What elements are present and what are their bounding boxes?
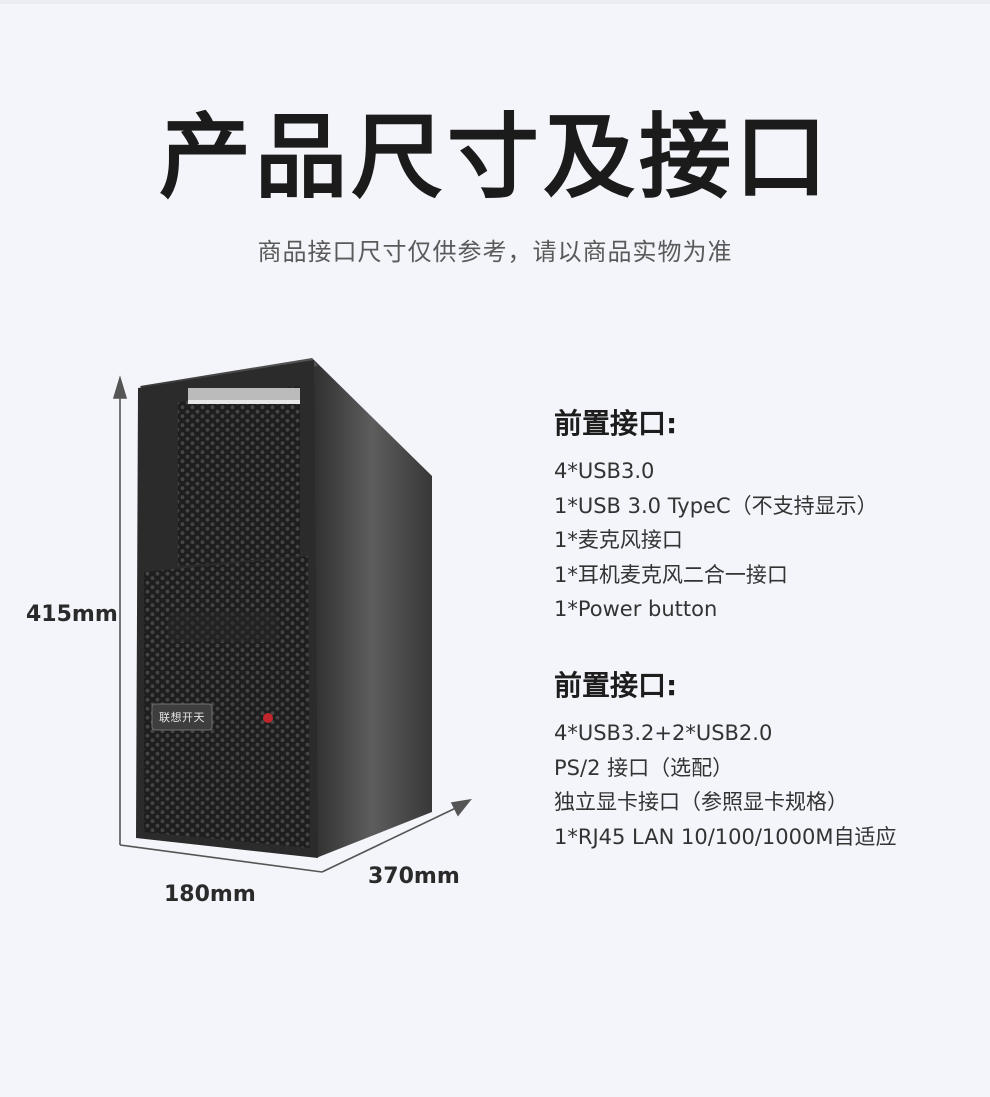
brand-label: 联想开天 (159, 711, 205, 724)
list-item: 独立显卡接口（参照显卡规格） (554, 790, 848, 814)
list-item: 1*Power button (554, 597, 718, 621)
rear-ports-section: 前置接口: 4*USB3.2+2*USB2.0 PS/2 接口（选配） 独立显卡… (554, 664, 974, 854)
top-divider (0, 0, 990, 4)
height-dimension: 415mm (26, 602, 118, 627)
front-ports-list: 4*USB3.0 1*USB 3.0 TypeC（不支持显示） 1*麦克风接口 … (554, 454, 974, 627)
list-item: 1*USB 3.0 TypeC（不支持显示） (554, 493, 878, 518)
list-item: 1*耳机麦克风二合一接口 (554, 562, 788, 587)
list-item: 4*USB3.0 (554, 459, 655, 483)
page-subtitle: 商品接口尺寸仅供参考，请以商品实物为准 (257, 238, 733, 266)
brand-logo-dot (263, 713, 273, 723)
list-item: 1*麦克风接口 (554, 528, 683, 552)
case-side-panel (312, 358, 432, 858)
front-upper-mesh (178, 386, 300, 566)
rear-ports-list: 4*USB3.2+2*USB2.0 PS/2 接口（选配） 独立显卡接口（参照显… (554, 716, 974, 854)
dimension-lines (112, 375, 472, 873)
brand-badge (151, 703, 213, 731)
depth-dimension: 370mm (368, 864, 460, 889)
front-lower-mesh (144, 556, 310, 848)
front-ports-section: 前置接口: 4*USB3.0 1*USB 3.0 TypeC（不支持显示） 1*… (554, 402, 974, 627)
page-title: 产品尺寸及接口 (158, 104, 831, 211)
width-dimension: 180mm (164, 882, 256, 907)
list-item: PS/2 接口（选配） (554, 755, 734, 780)
front-ports-heading: 前置接口: (554, 407, 678, 440)
rear-ports-heading: 前置接口: (554, 669, 678, 702)
list-item: 4*USB3.2+2*USB2.0 (554, 721, 773, 745)
list-item: 1*RJ45 LAN 10/100/1000M自适应 (554, 824, 897, 849)
